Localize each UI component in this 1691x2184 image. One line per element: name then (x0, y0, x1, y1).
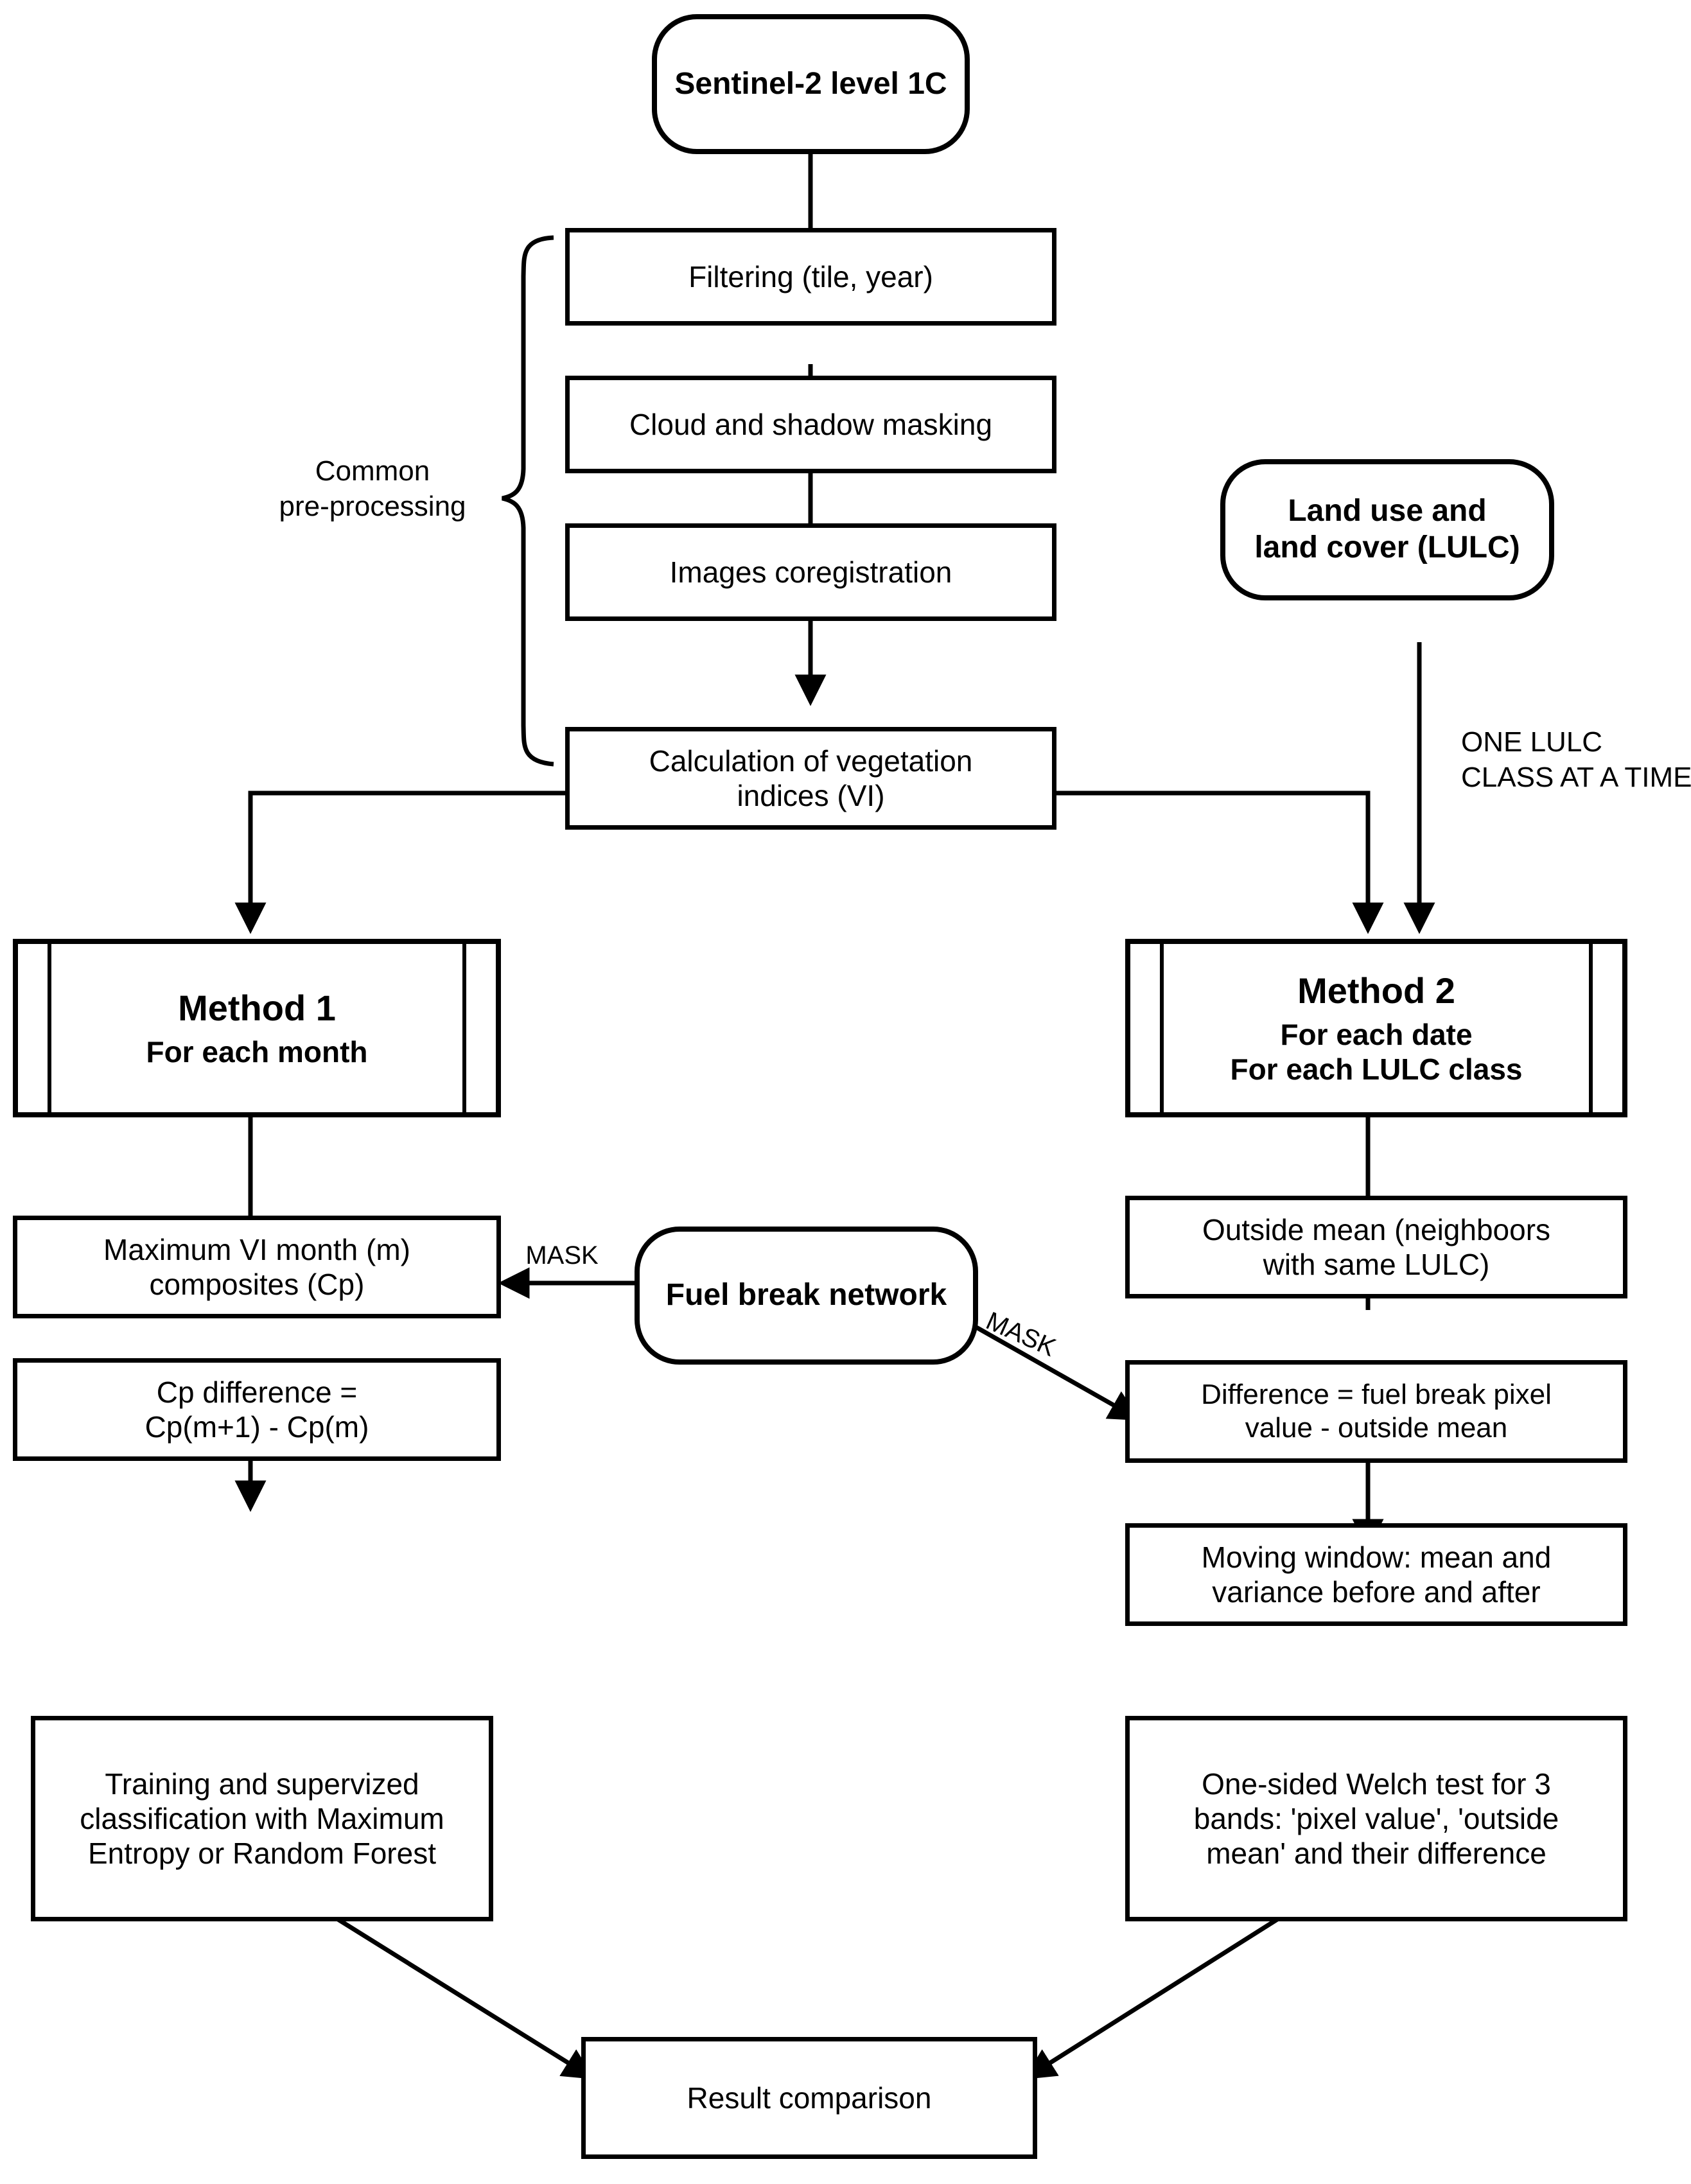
node-welch-test[interactable]: One-sided Welch test for 3 bands: 'pixel… (1125, 1716, 1627, 1921)
node-outsidemean-label: Outside mean (neighboors with same LULC) (1202, 1212, 1551, 1281)
node-welch-label: One-sided Welch test for 3 bands: 'pixel… (1193, 1767, 1559, 1871)
node-sentinel-2-level-1c[interactable]: Sentinel-2 level 1C (652, 14, 970, 154)
label-mask-left: MASK (525, 1241, 599, 1270)
edge-training-result (333, 1915, 595, 2079)
node-method2-line3: For each LULC class (1230, 1053, 1523, 1087)
node-outside-mean[interactable]: Outside mean (neighboors with same LULC) (1125, 1196, 1627, 1298)
node-method1-title: Method 1 (178, 987, 336, 1028)
node-cloud-mask-label: Cloud and shadow masking (629, 407, 993, 441)
node-sentinel-label: Sentinel-2 level 1C (674, 66, 947, 101)
subroutine-rule-left (48, 944, 51, 1112)
edge-vi-method1 (234, 791, 565, 934)
node-training-classification[interactable]: Training and supervized classification w… (31, 1716, 493, 1921)
node-fuel-break-network[interactable]: Fuel break network (635, 1227, 978, 1365)
node-cp-difference[interactable]: Cp difference = Cp(m+1) - Cp(m) (13, 1358, 501, 1461)
edge-welch-result (1024, 1915, 1283, 2080)
node-filtering-label: Filtering (tile, year) (688, 259, 933, 293)
node-result-comparison[interactable]: Result comparison (581, 2037, 1037, 2159)
subroutine-rule-left (1160, 944, 1164, 1112)
node-lulc-label: Land use and land cover (LULC) (1254, 494, 1520, 564)
node-movingwindow-label: Moving window: mean and variance before … (1201, 1540, 1552, 1609)
node-moving-window[interactable]: Moving window: mean and variance before … (1125, 1523, 1627, 1626)
node-method1-line2: For each month (146, 1035, 368, 1069)
node-method2-line2: For each date (1280, 1017, 1473, 1051)
subroutine-rule-right (1589, 944, 1593, 1112)
node-fuelbreak-label: Fuel break network (665, 1278, 947, 1313)
node-difference[interactable]: Difference = fuel break pixel value - ou… (1125, 1360, 1627, 1463)
node-maxvi-label: Maximum VI month (m) composites (Cp) (103, 1232, 410, 1301)
node-method-1[interactable]: Method 1 For each month (13, 939, 501, 1117)
node-cpdiff-label: Cp difference = Cp(m+1) - Cp(m) (145, 1375, 369, 1444)
edge-vi-method2 (1056, 791, 1384, 934)
node-vi-label: Calculation of vegetation indices (VI) (649, 744, 973, 812)
node-difference-label: Difference = fuel break pixel value - ou… (1201, 1379, 1552, 1444)
subroutine-rule-right (462, 944, 466, 1112)
node-cloud-and-shadow-masking[interactable]: Cloud and shadow masking (565, 376, 1056, 473)
node-calculation-vegetation-indices[interactable]: Calculation of vegetation indices (VI) (565, 727, 1056, 830)
node-training-label: Training and supervized classification w… (80, 1767, 444, 1871)
node-filtering[interactable]: Filtering (tile, year) (565, 228, 1056, 326)
brace-common-preprocessing (502, 235, 554, 767)
node-result-label: Result comparison (687, 2081, 932, 2115)
node-land-use-land-cover[interactable]: Land use and land cover (LULC) (1220, 459, 1554, 600)
label-one-lulc-class-at-a-time: ONE LULC CLASS AT A TIME (1461, 726, 1691, 793)
node-coregistration-label: Images coregistration (669, 555, 952, 589)
node-method2-title: Method 2 (1297, 970, 1455, 1011)
node-method-2[interactable]: Method 2 For each date For each LULC cla… (1125, 939, 1627, 1117)
node-images-coregistration[interactable]: Images coregistration (565, 523, 1056, 621)
node-maximum-vi-composites[interactable]: Maximum VI month (m) composites (Cp) (13, 1216, 501, 1318)
label-mask-right: MASK (981, 1306, 1060, 1363)
label-common-preprocessing: Common pre-processing (279, 455, 466, 522)
